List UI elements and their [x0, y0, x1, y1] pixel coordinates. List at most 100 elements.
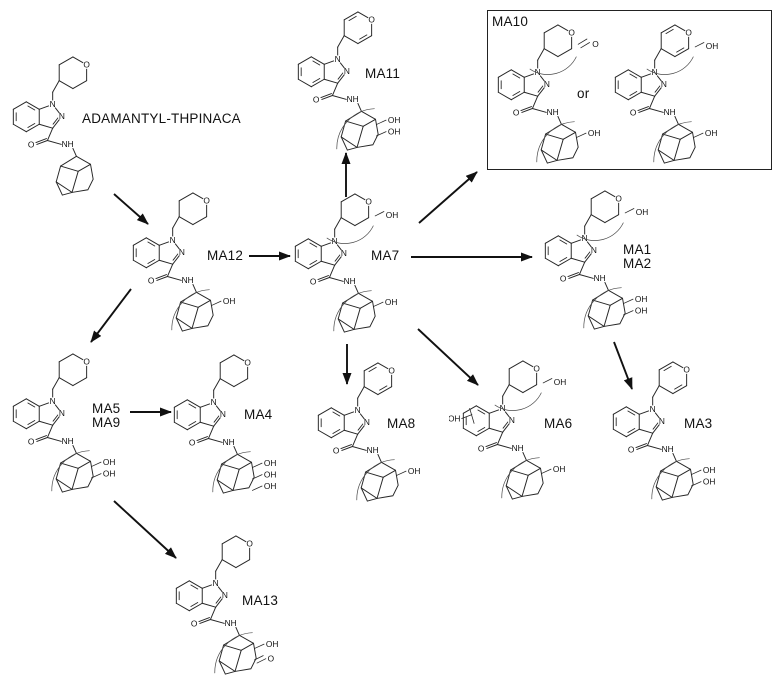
svg-text:O: O [685, 27, 692, 37]
svg-text:OH: OH [264, 458, 277, 468]
svg-text:N: N [659, 416, 665, 426]
structure-ma7: O NN O NH OH OH [294, 193, 399, 333]
svg-text:O: O [630, 108, 637, 118]
label-ma13: MA13 [242, 593, 279, 608]
label-ma6: MA6 [544, 416, 573, 431]
svg-text:O: O [333, 446, 340, 456]
svg-text:OH: OH [266, 639, 279, 649]
svg-text:NH: NH [223, 437, 235, 447]
svg-text:O: O [368, 14, 375, 24]
svg-text:O: O [615, 193, 622, 203]
svg-text:N: N [170, 235, 176, 245]
label-parent: ADAMANTYL-THPINACA [82, 111, 241, 126]
svg-text:N: N [50, 396, 56, 406]
svg-text:O: O [313, 95, 320, 105]
svg-text:NH: NH [512, 443, 524, 453]
svg-text:N: N [213, 578, 219, 588]
svg-text:O: O [244, 357, 251, 367]
svg-text:O: O [478, 444, 485, 454]
svg-text:OH: OH [636, 207, 649, 217]
label-ma1: MA1 [623, 242, 652, 257]
svg-text:OH: OH [553, 464, 566, 474]
svg-text:N: N [222, 590, 228, 600]
svg-text:NH: NH [594, 273, 606, 283]
svg-text:O: O [189, 438, 196, 448]
svg-text:N: N [509, 415, 515, 425]
svg-text:NH: NH [344, 276, 356, 286]
svg-text:N: N [179, 247, 185, 257]
svg-text:OH: OH [103, 457, 116, 467]
svg-text:O: O [310, 277, 317, 287]
label-ma9: MA9 [92, 415, 121, 430]
label-ma10: MA10 [492, 14, 529, 29]
svg-text:OH: OH [264, 470, 277, 480]
svg-text:N: N [582, 233, 588, 243]
svg-text:NH: NH [547, 107, 559, 117]
svg-text:NH: NH [662, 444, 674, 454]
label-ma7: MA7 [371, 248, 400, 263]
label-ma11: MA11 [365, 66, 401, 81]
svg-text:NH: NH [62, 436, 74, 446]
svg-text:OH: OH [705, 128, 718, 138]
svg-text:N: N [650, 404, 656, 414]
svg-text:O: O [191, 619, 198, 629]
svg-text:NH: NH [347, 94, 359, 104]
svg-text:O: O [513, 108, 520, 118]
svg-text:O: O [592, 39, 599, 49]
svg-text:OH: OH [706, 41, 719, 51]
svg-text:OH: OH [386, 210, 399, 220]
svg-text:OH: OH [703, 465, 716, 475]
svg-text:O: O [628, 445, 635, 455]
svg-text:N: N [661, 79, 667, 89]
svg-text:NH: NH [664, 107, 676, 117]
svg-text:OH: OH [554, 377, 567, 387]
svg-text:O: O [560, 274, 567, 284]
svg-text:OH: OH [385, 297, 398, 307]
svg-text:O: O [246, 538, 253, 548]
label-ma8: MA8 [387, 416, 416, 431]
svg-text:OH: OH [588, 128, 601, 138]
svg-text:N: N [535, 67, 541, 77]
svg-text:N: N [364, 417, 370, 427]
svg-text:OH: OH [703, 477, 716, 487]
svg-text:O: O [365, 196, 372, 206]
svg-text:O: O [533, 363, 540, 373]
svg-text:OH: OH [408, 466, 421, 476]
svg-text:NH: NH [367, 445, 379, 455]
svg-text:O: O [683, 364, 690, 374]
svg-text:O: O [568, 27, 575, 37]
svg-text:N: N [500, 403, 506, 413]
svg-text:O: O [148, 276, 155, 286]
svg-text:N: N [335, 54, 341, 64]
svg-text:O: O [83, 356, 90, 366]
svg-text:N: N [544, 79, 550, 89]
svg-text:O: O [83, 59, 90, 69]
svg-text:N: N [591, 245, 597, 255]
svg-text:N: N [50, 99, 56, 109]
svg-text:O: O [203, 195, 210, 205]
svg-text:N: N [341, 248, 347, 258]
svg-text:N: N [59, 111, 65, 121]
ma10-alternatives-box [487, 10, 772, 170]
svg-text:OH: OH [103, 469, 116, 479]
svg-text:N: N [332, 236, 338, 246]
svg-text:O: O [268, 654, 275, 664]
svg-text:OH: OH [223, 296, 236, 306]
label-ma2: MA2 [623, 256, 652, 271]
label-ma5: MA5 [92, 401, 121, 416]
svg-text:N: N [59, 408, 65, 418]
label-ma4: MA4 [244, 407, 273, 422]
arrow-5 [418, 171, 478, 224]
svg-text:N: N [355, 405, 361, 415]
svg-text:N: N [652, 67, 658, 77]
structure-ma10a: O NN O NH O OH [497, 24, 601, 164]
